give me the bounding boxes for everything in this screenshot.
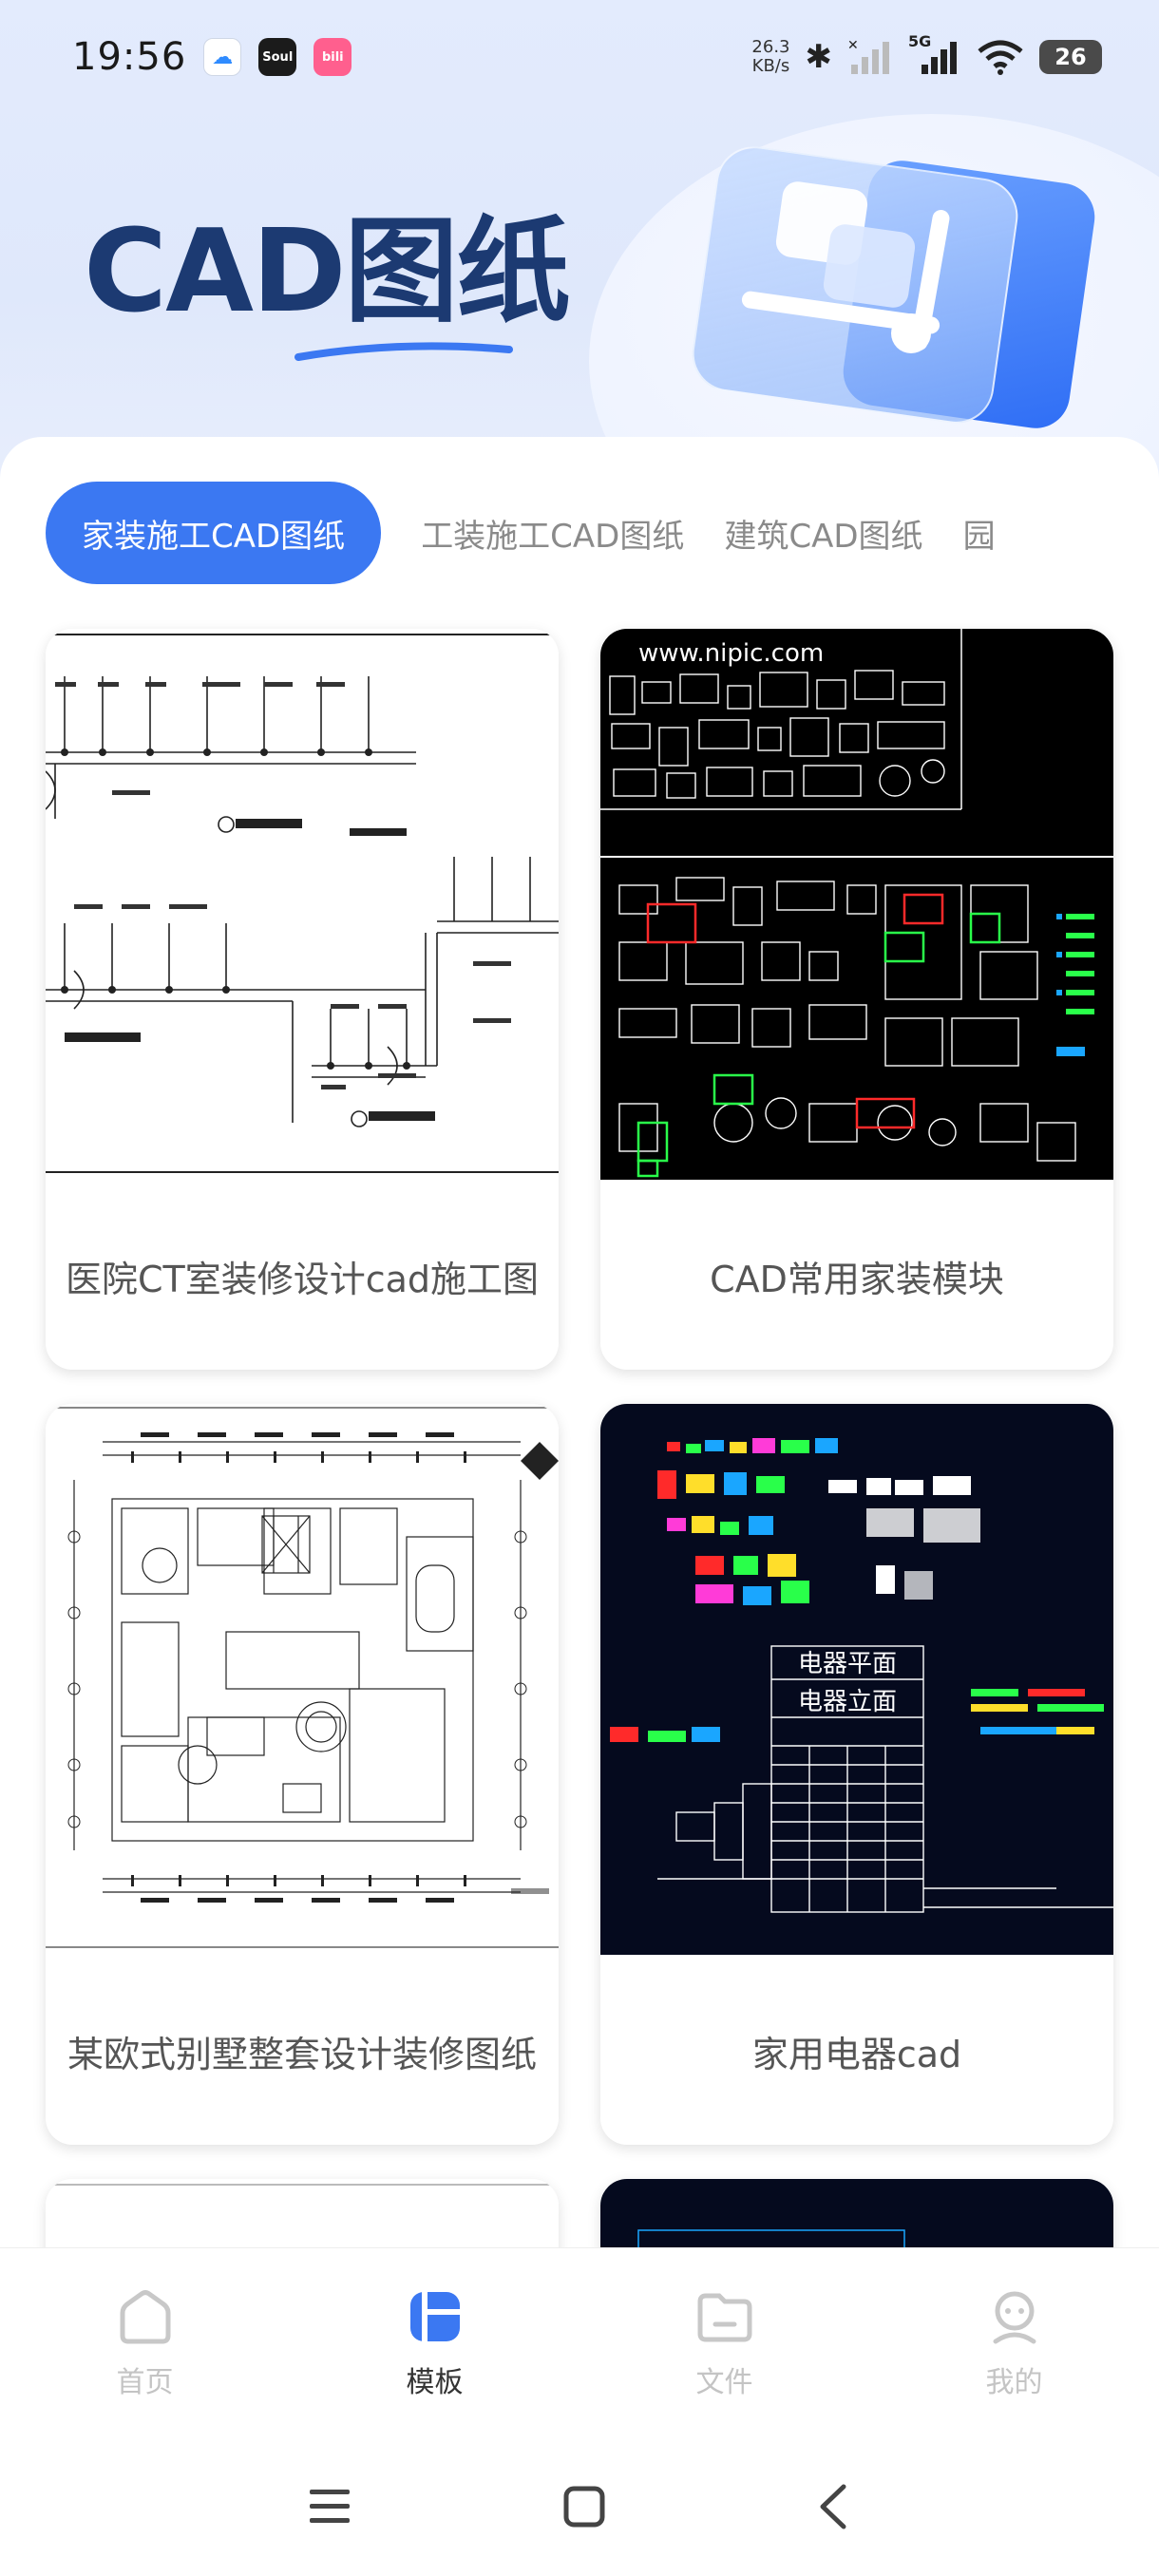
tab-home-construction[interactable]: 家装施工CAD图纸 (46, 482, 382, 584)
illu-square (821, 222, 918, 310)
nav-profile-label: 我的 (985, 2365, 1043, 2399)
card-title: 家用电器cad (751, 2034, 962, 2075)
card-thumbnail (600, 2179, 1113, 2251)
nav-template-label: 模板 (406, 2365, 464, 2399)
net-speed-unit: KB/s (751, 56, 790, 76)
card-thumbnail: 电器平面 电器立面 (600, 1404, 1113, 1955)
card-thumbnail (46, 629, 559, 1180)
tab-garden[interactable]: 园 (962, 517, 996, 556)
cad-illustration (684, 141, 1102, 465)
nav-profile[interactable]: 我的 (869, 2248, 1159, 2437)
template-card[interactable]: 电器平面 电器立面 家用电器cad (600, 1404, 1113, 2145)
system-nav-bar (0, 2437, 1159, 2576)
net-speed-value: 26.3 (751, 37, 790, 57)
home-icon (120, 2289, 170, 2343)
home-square-icon[interactable] (562, 2485, 606, 2529)
template-card[interactable]: 医院CT室装修设计cad施工图 (46, 629, 559, 1370)
signal-nosim-icon: ✕ (847, 38, 889, 74)
wifi-icon (978, 40, 1023, 75)
nav-home[interactable]: 首页 (0, 2248, 290, 2437)
card-title: 医院CT室装修设计cad施工图 (65, 1259, 540, 1300)
card-thumbnail: www.nipic.com (600, 629, 1113, 1180)
soul-app-icon: Soul (258, 38, 297, 76)
network-type: 5G (908, 32, 932, 50)
card-thumbnail (46, 1404, 559, 1955)
status-right: 26.3 KB/s ✱ ✕ 5G 26 (751, 32, 1102, 76)
category-tabs: 家装施工CAD图纸 工装施工CAD图纸 建筑CAD图纸 园 (46, 481, 1119, 585)
cloud-icon: ☁ (203, 38, 242, 76)
title-underline-decor (294, 342, 513, 361)
template-icon (409, 2291, 460, 2341)
bilibili-app-icon: bili (314, 38, 352, 76)
illu-dot (891, 313, 931, 353)
title-cjk: 图纸 (344, 206, 571, 338)
nav-files[interactable]: 文件 (580, 2248, 869, 2437)
nav-template[interactable]: 模板 (290, 2248, 580, 2437)
signal-5g: 5G (908, 32, 961, 76)
watermark-text: www.nipic.com (638, 639, 824, 668)
content-panel: 家装施工CAD图纸 工装施工CAD图纸 建筑CAD图纸 园 (0, 437, 1159, 2251)
status-bar: 19:56 ☁ Soul bili 26.3 KB/s ✱ ✕ 5G 2 (0, 0, 1159, 114)
tab-office-construction[interactable]: 工装施工CAD图纸 (421, 517, 685, 556)
tab-architecture[interactable]: 建筑CAD图纸 (724, 517, 923, 556)
card-title: 某欧式别墅整套设计装修图纸 (66, 2034, 537, 2075)
signal-icon (922, 42, 957, 74)
battery-indicator: 26 (1039, 40, 1102, 74)
template-card[interactable] (600, 2179, 1113, 2251)
template-card[interactable]: 某欧式别墅整套设计装修图纸 (46, 1404, 559, 2145)
back-icon[interactable] (815, 2483, 853, 2530)
card-thumbnail (46, 2179, 559, 2251)
title-latin: CAD (84, 206, 347, 338)
page-title: CAD图纸 (84, 211, 571, 334)
menu-icon[interactable] (306, 2486, 353, 2528)
plan-label: 电器平面 (798, 1650, 897, 1678)
card-title: CAD常用家装模块 (710, 1259, 1004, 1300)
folder-icon (697, 2293, 751, 2341)
net-speed: 26.3 KB/s (751, 38, 789, 76)
status-left: 19:56 ☁ Soul bili (72, 35, 352, 79)
nav-files-label: 文件 (695, 2365, 753, 2399)
template-card[interactable]: www.nipic.com (600, 629, 1113, 1370)
template-card[interactable] (46, 2179, 559, 2251)
profile-icon (993, 2291, 1036, 2343)
svg-text:✕: ✕ (847, 38, 859, 53)
bottom-nav: 首页 模板 文件 我的 (0, 2247, 1159, 2437)
nav-home-label: 首页 (116, 2365, 174, 2399)
status-time: 19:56 (72, 35, 187, 79)
bluetooth-icon: ✱ (805, 38, 833, 76)
elevation-label: 电器立面 (798, 1688, 897, 1716)
